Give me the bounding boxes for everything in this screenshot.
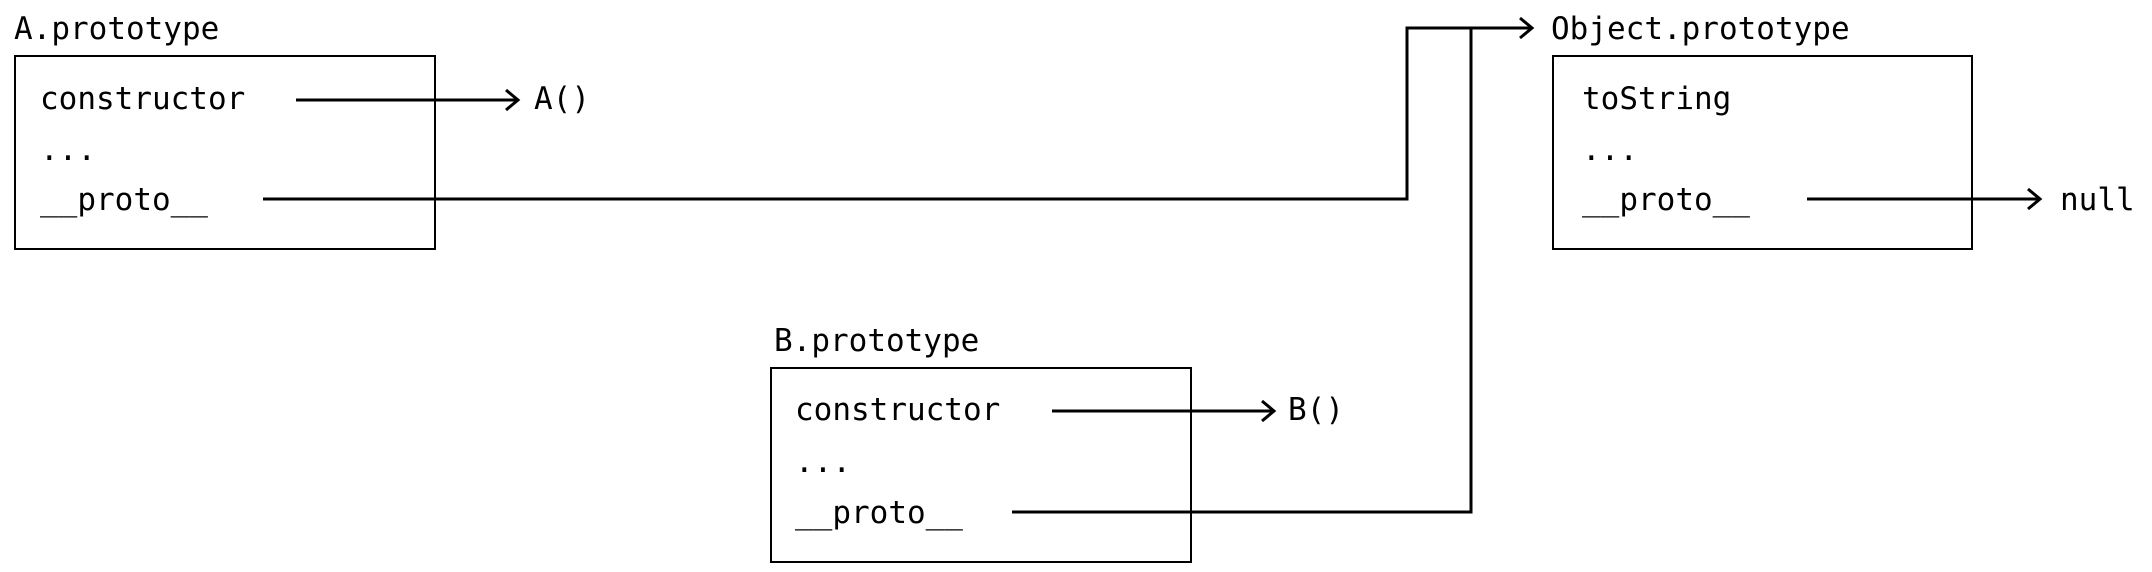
object-tostring-field: toString — [1582, 81, 1732, 117]
a-ellipsis: ... — [40, 132, 96, 168]
b-ellipsis: ... — [795, 444, 851, 480]
a-prototype-title: A.prototype — [14, 11, 220, 47]
a-constructor-target: A() — [534, 81, 590, 117]
b-constructor-field: constructor — [795, 392, 1001, 428]
b-prototype-title: B.prototype — [774, 323, 980, 359]
a-proto-field: __proto__ — [40, 182, 208, 218]
a-proto-connector — [263, 26, 1530, 201]
a-constructor-field: constructor — [40, 81, 246, 117]
b-constructor-arrowhead — [1261, 399, 1277, 423]
b-constructor-target: B() — [1288, 392, 1344, 428]
object-proto-field: __proto__ — [1582, 182, 1750, 218]
object-ellipsis: ... — [1582, 132, 1638, 168]
object-proto-arrowhead — [1519, 16, 1535, 40]
a-constructor-arrowhead — [505, 88, 521, 112]
object-prototype-title: Object.prototype — [1551, 11, 1850, 47]
null-target: null — [2060, 182, 2135, 218]
object-prototype-box — [1552, 55, 1973, 250]
null-arrowhead — [2027, 187, 2043, 211]
b-proto-field: __proto__ — [795, 495, 963, 531]
